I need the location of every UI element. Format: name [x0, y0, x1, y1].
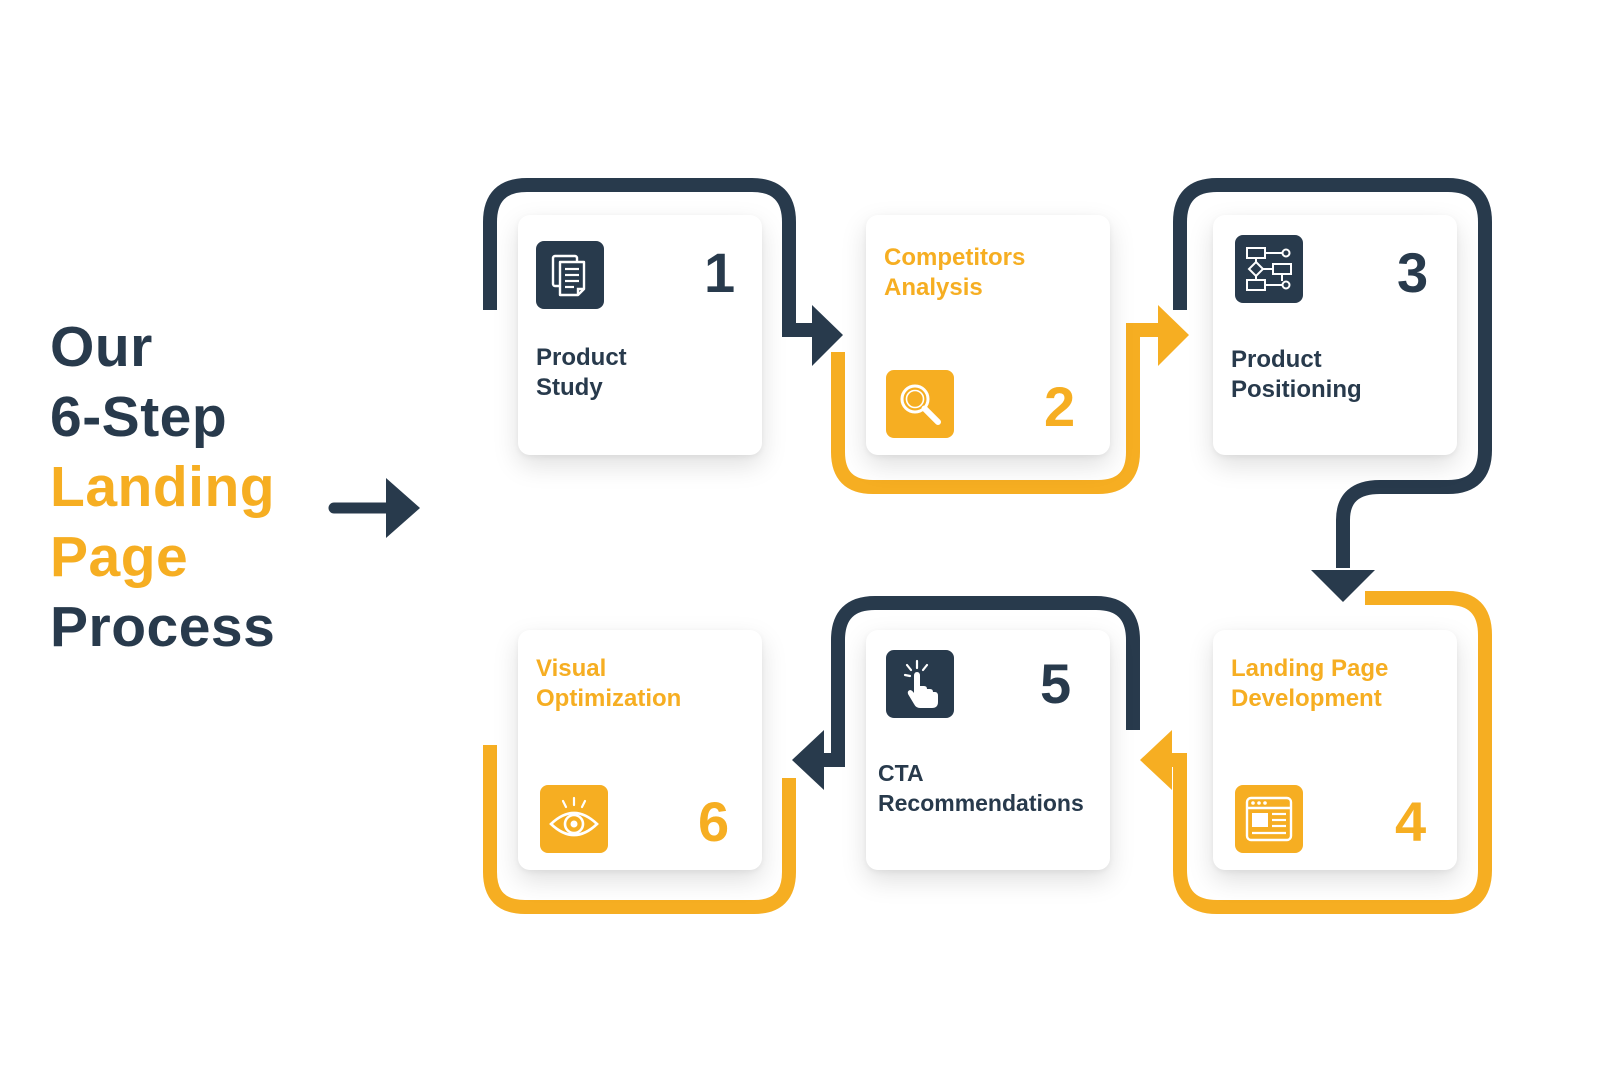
step-card-6: Visual Optimization 6	[518, 630, 762, 870]
step-number-1: 1	[704, 241, 736, 304]
headline: Our 6-Step Landing Page Process	[50, 312, 275, 662]
step1-arrow	[812, 305, 843, 366]
headline-line-2: 6-Step	[50, 385, 228, 449]
step-card-4: Landing Page Development 4	[1213, 630, 1457, 870]
step2-frame	[831, 323, 1165, 494]
step2-arrow	[1158, 305, 1189, 366]
step1-frame	[483, 178, 822, 337]
step4-frame	[1168, 591, 1492, 914]
headline-line-4: Page	[50, 525, 189, 589]
step-number-6: 6	[698, 790, 730, 853]
step-number-3: 3	[1397, 241, 1429, 304]
step-card-1: 1 Product Study	[518, 215, 762, 455]
step-number-5: 5	[1040, 652, 1072, 715]
step5-frame	[822, 596, 1140, 767]
flowchart-icon	[1235, 235, 1303, 303]
step-card-2: Competitors Analysis 2	[866, 215, 1110, 455]
headline-line-1: Our	[50, 315, 153, 379]
intro-arrow	[328, 478, 420, 538]
magnifier-icon	[886, 370, 954, 438]
headline-line-3: Landing	[50, 455, 276, 519]
click-hand-icon	[886, 650, 954, 718]
step6-frame	[483, 745, 796, 914]
step-title-5: CTA Recommendations	[878, 760, 1084, 816]
eye-icon	[540, 785, 608, 853]
document-icon	[536, 241, 604, 309]
step4-arrow	[1140, 730, 1172, 790]
step-card-5: 5 CTA Recommendations	[866, 630, 1110, 870]
step3-frame	[1173, 178, 1492, 568]
step-title-4: Landing Page Development	[1231, 655, 1389, 712]
step-card-3: 3 Product Positioning	[1213, 215, 1457, 455]
headline-line-5: Process	[50, 595, 276, 659]
step-title-6: Visual Optimization	[536, 655, 682, 712]
step3-arrow	[1311, 570, 1375, 602]
step5-arrow	[792, 730, 824, 790]
step-title-3: Product Positioning	[1231, 346, 1362, 403]
step-title-1: Product Study	[536, 344, 627, 401]
step-number-2: 2	[1044, 375, 1076, 438]
step-number-4: 4	[1395, 790, 1427, 853]
step-title-2: Competitors Analysis	[884, 244, 1026, 301]
webpage-icon	[1235, 785, 1303, 853]
